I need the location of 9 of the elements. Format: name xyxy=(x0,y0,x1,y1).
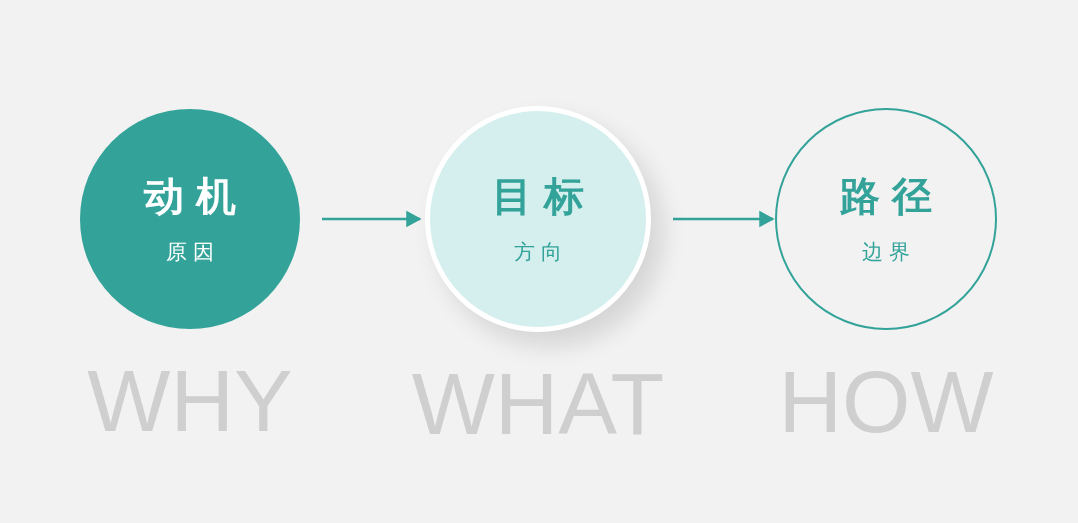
node-subtitle: 原因 xyxy=(166,240,220,266)
node-subtitle: 边界 xyxy=(862,240,916,266)
circle-node xyxy=(775,108,997,330)
node-title: 目标 xyxy=(492,172,596,221)
node-subtitle: 方向 xyxy=(514,240,568,266)
arrow xyxy=(322,211,421,227)
arrow xyxy=(673,211,774,227)
node-title: 路径 xyxy=(840,172,944,221)
node-title: 动机 xyxy=(144,172,248,221)
